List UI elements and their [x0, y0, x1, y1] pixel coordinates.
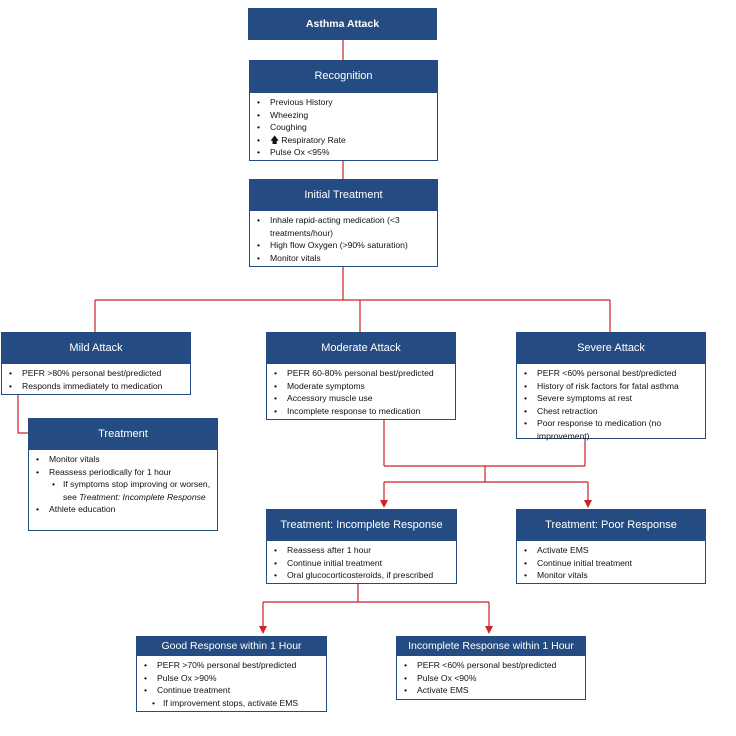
incomplete-response-1h-item: Pulse Ox <90% [404, 672, 579, 685]
moderate-attack-item: PEFR 60-80% personal best/predicted [274, 367, 449, 380]
mild-treatment-node: Treatment Monitor vitals Reassess period… [28, 418, 218, 531]
initial-treatment-body: Inhale rapid-acting medication (<3 treat… [249, 211, 438, 267]
incomplete-response-item: Continue initial treatment [274, 557, 450, 570]
good-response-1h-subitem: If improvement stops, activate EMS [152, 697, 320, 710]
initial-treatment-item: Inhale rapid-acting medication (<3 treat… [257, 214, 431, 239]
initial-treatment-header: Initial Treatment [249, 179, 438, 211]
initial-treatment-item: Monitor vitals [257, 252, 431, 265]
moderate-attack-item: Incomplete response to medication [274, 405, 449, 418]
recognition-header: Recognition [249, 60, 438, 93]
poor-response-item: Monitor vitals [524, 569, 699, 582]
good-response-1h-item: PEFR >70% personal best/predicted [144, 659, 320, 672]
asthma-attack-title: Asthma Attack [248, 8, 437, 40]
initial-treatment-node: Initial Treatment Inhale rapid-acting me… [249, 179, 438, 267]
severe-attack-item: Severe symptoms at rest [524, 392, 699, 405]
recognition-item: Previous History [257, 96, 431, 109]
recognition-item: Coughing [257, 121, 431, 134]
up-arrow-icon: 🡅 [270, 134, 280, 145]
mild-treatment-header: Treatment [28, 418, 218, 450]
incomplete-response-1h-item: Activate EMS [404, 684, 579, 697]
recognition-item: Wheezing [257, 109, 431, 122]
good-response-1h-header: Good Response within 1 Hour [136, 636, 327, 656]
incomplete-response-1h-body: PEFR <60% personal best/predicted Pulse … [396, 656, 586, 700]
severe-attack-item: Poor response to medication (no improvem… [524, 417, 699, 442]
mild-treatment-body: Monitor vitals Reassess periodically for… [28, 450, 218, 531]
good-response-1h-node: Good Response within 1 Hour PEFR >70% pe… [136, 636, 327, 712]
poor-response-body: Activate EMS Continue initial treatment … [516, 541, 706, 584]
severe-attack-item: History of risk factors for fatal asthma [524, 380, 699, 393]
incomplete-response-item: Reassess after 1 hour [274, 544, 450, 557]
good-response-1h-item: Continue treatment [144, 684, 320, 697]
poor-response-header: Treatment: Poor Response [516, 509, 706, 541]
incomplete-response-1h-node: Incomplete Response within 1 Hour PEFR <… [396, 636, 586, 700]
incomplete-response-item: Oral glucocorticosteroids, if prescribed [274, 569, 450, 582]
severe-attack-item: Chest retraction [524, 405, 699, 418]
severe-attack-header: Severe Attack [516, 332, 706, 364]
connector-mild-treatment [17, 395, 28, 434]
recognition-item: Pulse Ox <95% [257, 146, 431, 159]
mild-attack-body: PEFR >80% personal best/predicted Respon… [1, 364, 191, 395]
incomplete-response-1h-header: Incomplete Response within 1 Hour [396, 636, 586, 656]
initial-treatment-item: High flow Oxygen (>90% saturation) [257, 239, 431, 252]
severe-attack-body: PEFR <60% personal best/predicted Histor… [516, 364, 706, 442]
mild-treatment-item: Reassess periodically for 1 hour [36, 466, 211, 479]
moderate-attack-body: PEFR 60-80% personal best/predicted Mode… [266, 364, 456, 420]
recognition-item: 🡅Respiratory Rate [257, 134, 431, 147]
moderate-attack-item: Accessory muscle use [274, 392, 449, 405]
good-response-1h-body: PEFR >70% personal best/predicted Pulse … [136, 656, 327, 712]
mild-treatment-subitem: If symptoms stop improving or worsen, se… [49, 478, 211, 503]
incomplete-response-1h-item: PEFR <60% personal best/predicted [404, 659, 579, 672]
severe-attack-node: Severe Attack PEFR <60% personal best/pr… [516, 332, 706, 442]
mild-treatment-item: Monitor vitals [36, 453, 211, 466]
mild-attack-item: Responds immediately to medication [9, 380, 184, 393]
incomplete-response-body: Reassess after 1 hour Continue initial t… [266, 541, 457, 584]
asthma-attack-node: Asthma Attack [248, 8, 437, 40]
mild-treatment-item: Athlete education [36, 503, 211, 516]
poor-response-node: Treatment: Poor Response Activate EMS Co… [516, 509, 706, 584]
moderate-attack-item: Moderate symptoms [274, 380, 449, 393]
mild-attack-node: Mild Attack PEFR >80% personal best/pred… [1, 332, 191, 395]
mild-attack-header: Mild Attack [1, 332, 191, 364]
poor-response-item: Activate EMS [524, 544, 699, 557]
incomplete-response-node: Treatment: Incomplete Response Reassess … [266, 509, 457, 584]
poor-response-item: Continue initial treatment [524, 557, 699, 570]
moderate-attack-node: Moderate Attack PEFR 60-80% personal bes… [266, 332, 456, 420]
mild-treatment-subitem-text: If symptoms stop improving or worsen, se… [63, 479, 211, 502]
recognition-item-label: Respiratory Rate [281, 134, 346, 145]
recognition-node: Recognition Previous History Wheezing Co… [249, 60, 438, 161]
mild-treatment-subitem-ref: Treatment: Incomplete Response [79, 491, 206, 502]
good-response-1h-item: Pulse Ox >90% [144, 672, 320, 685]
recognition-body: Previous History Wheezing Coughing 🡅Resp… [249, 93, 438, 161]
mild-attack-item: PEFR >80% personal best/predicted [9, 367, 184, 380]
incomplete-response-header: Treatment: Incomplete Response [266, 509, 457, 541]
severe-attack-item: PEFR <60% personal best/predicted [524, 367, 699, 380]
moderate-attack-header: Moderate Attack [266, 332, 456, 364]
